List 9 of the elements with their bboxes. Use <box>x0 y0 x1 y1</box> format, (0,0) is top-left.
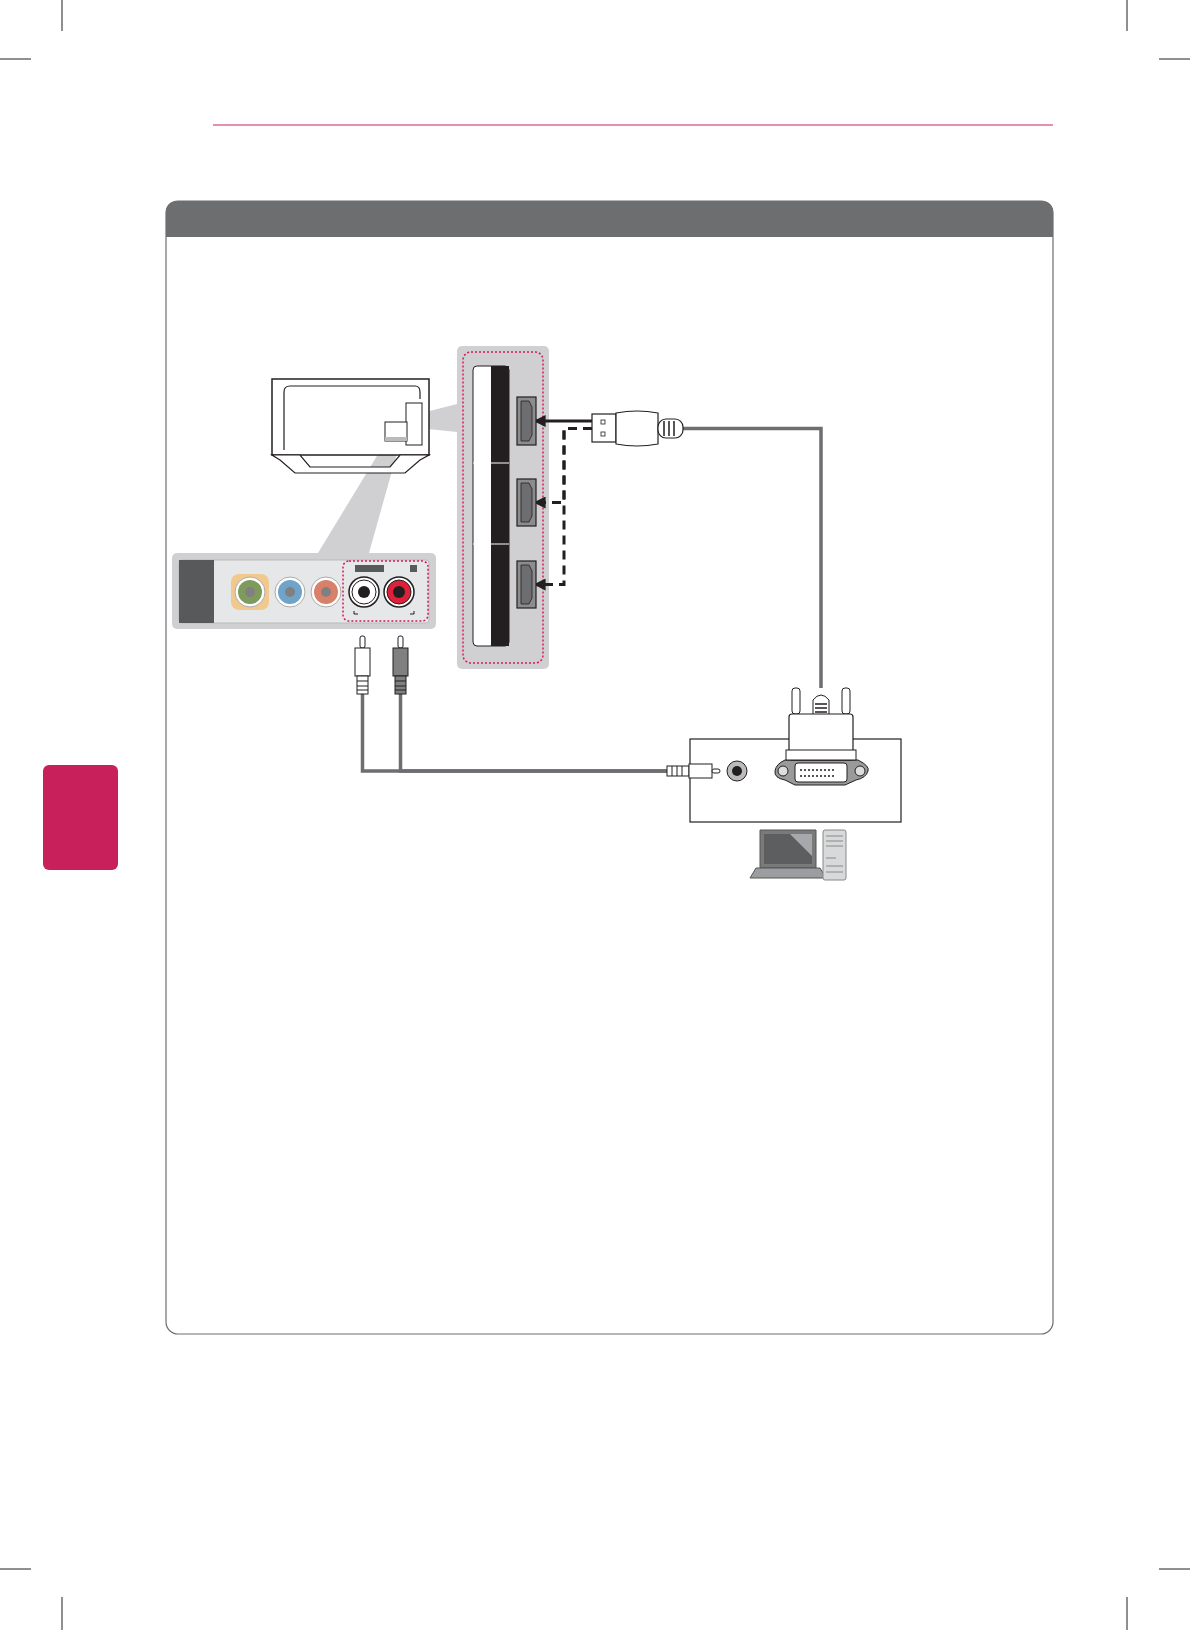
hdmi-port <box>516 396 537 446</box>
cable <box>683 426 823 688</box>
audio-plug <box>354 635 371 695</box>
audio-plug <box>392 635 409 695</box>
dvi-plug <box>785 687 857 761</box>
hdmi-port <box>516 560 537 609</box>
audio-plug <box>666 763 721 779</box>
hdmi-plug <box>591 410 684 447</box>
hdmi-port <box>516 478 537 527</box>
